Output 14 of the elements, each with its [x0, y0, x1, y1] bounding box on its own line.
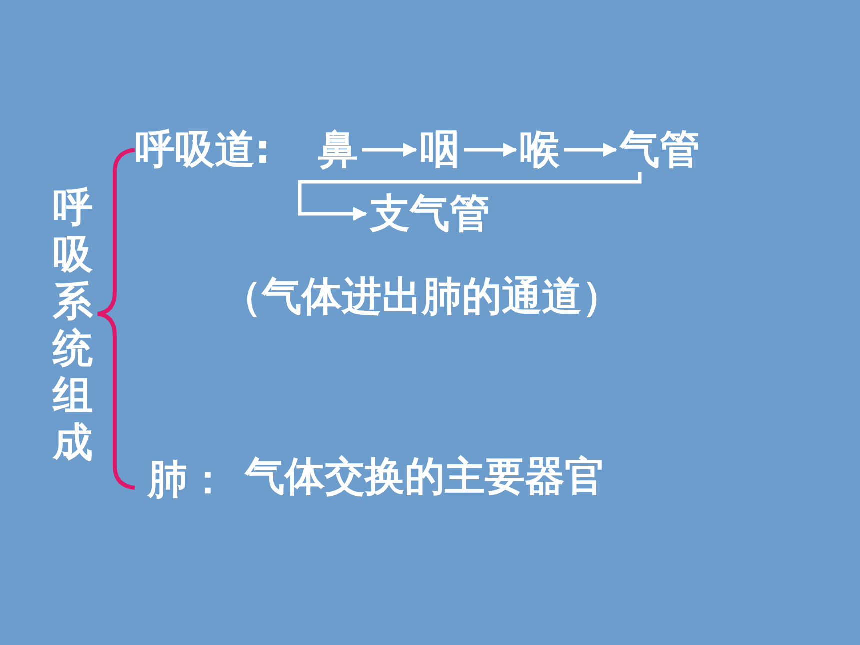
vertical-title: 呼吸系统组成 — [52, 185, 94, 467]
arrow — [564, 143, 618, 157]
note-text: （气体进出肺的通道） — [222, 275, 622, 319]
organ-label: 气管 — [620, 128, 700, 172]
arrow — [362, 143, 418, 157]
organ-label: 鼻 — [318, 128, 358, 172]
organ-label: 支气管 — [370, 192, 490, 236]
arrow — [298, 172, 642, 221]
organ-label: 咽 — [420, 128, 460, 172]
arrow — [464, 143, 518, 157]
description-text: 气体交换的主要器官 — [245, 455, 605, 499]
section-label: 呼吸道: — [135, 128, 271, 172]
organ-label: 喉 — [520, 128, 560, 172]
section-label: 肺： — [148, 458, 228, 502]
